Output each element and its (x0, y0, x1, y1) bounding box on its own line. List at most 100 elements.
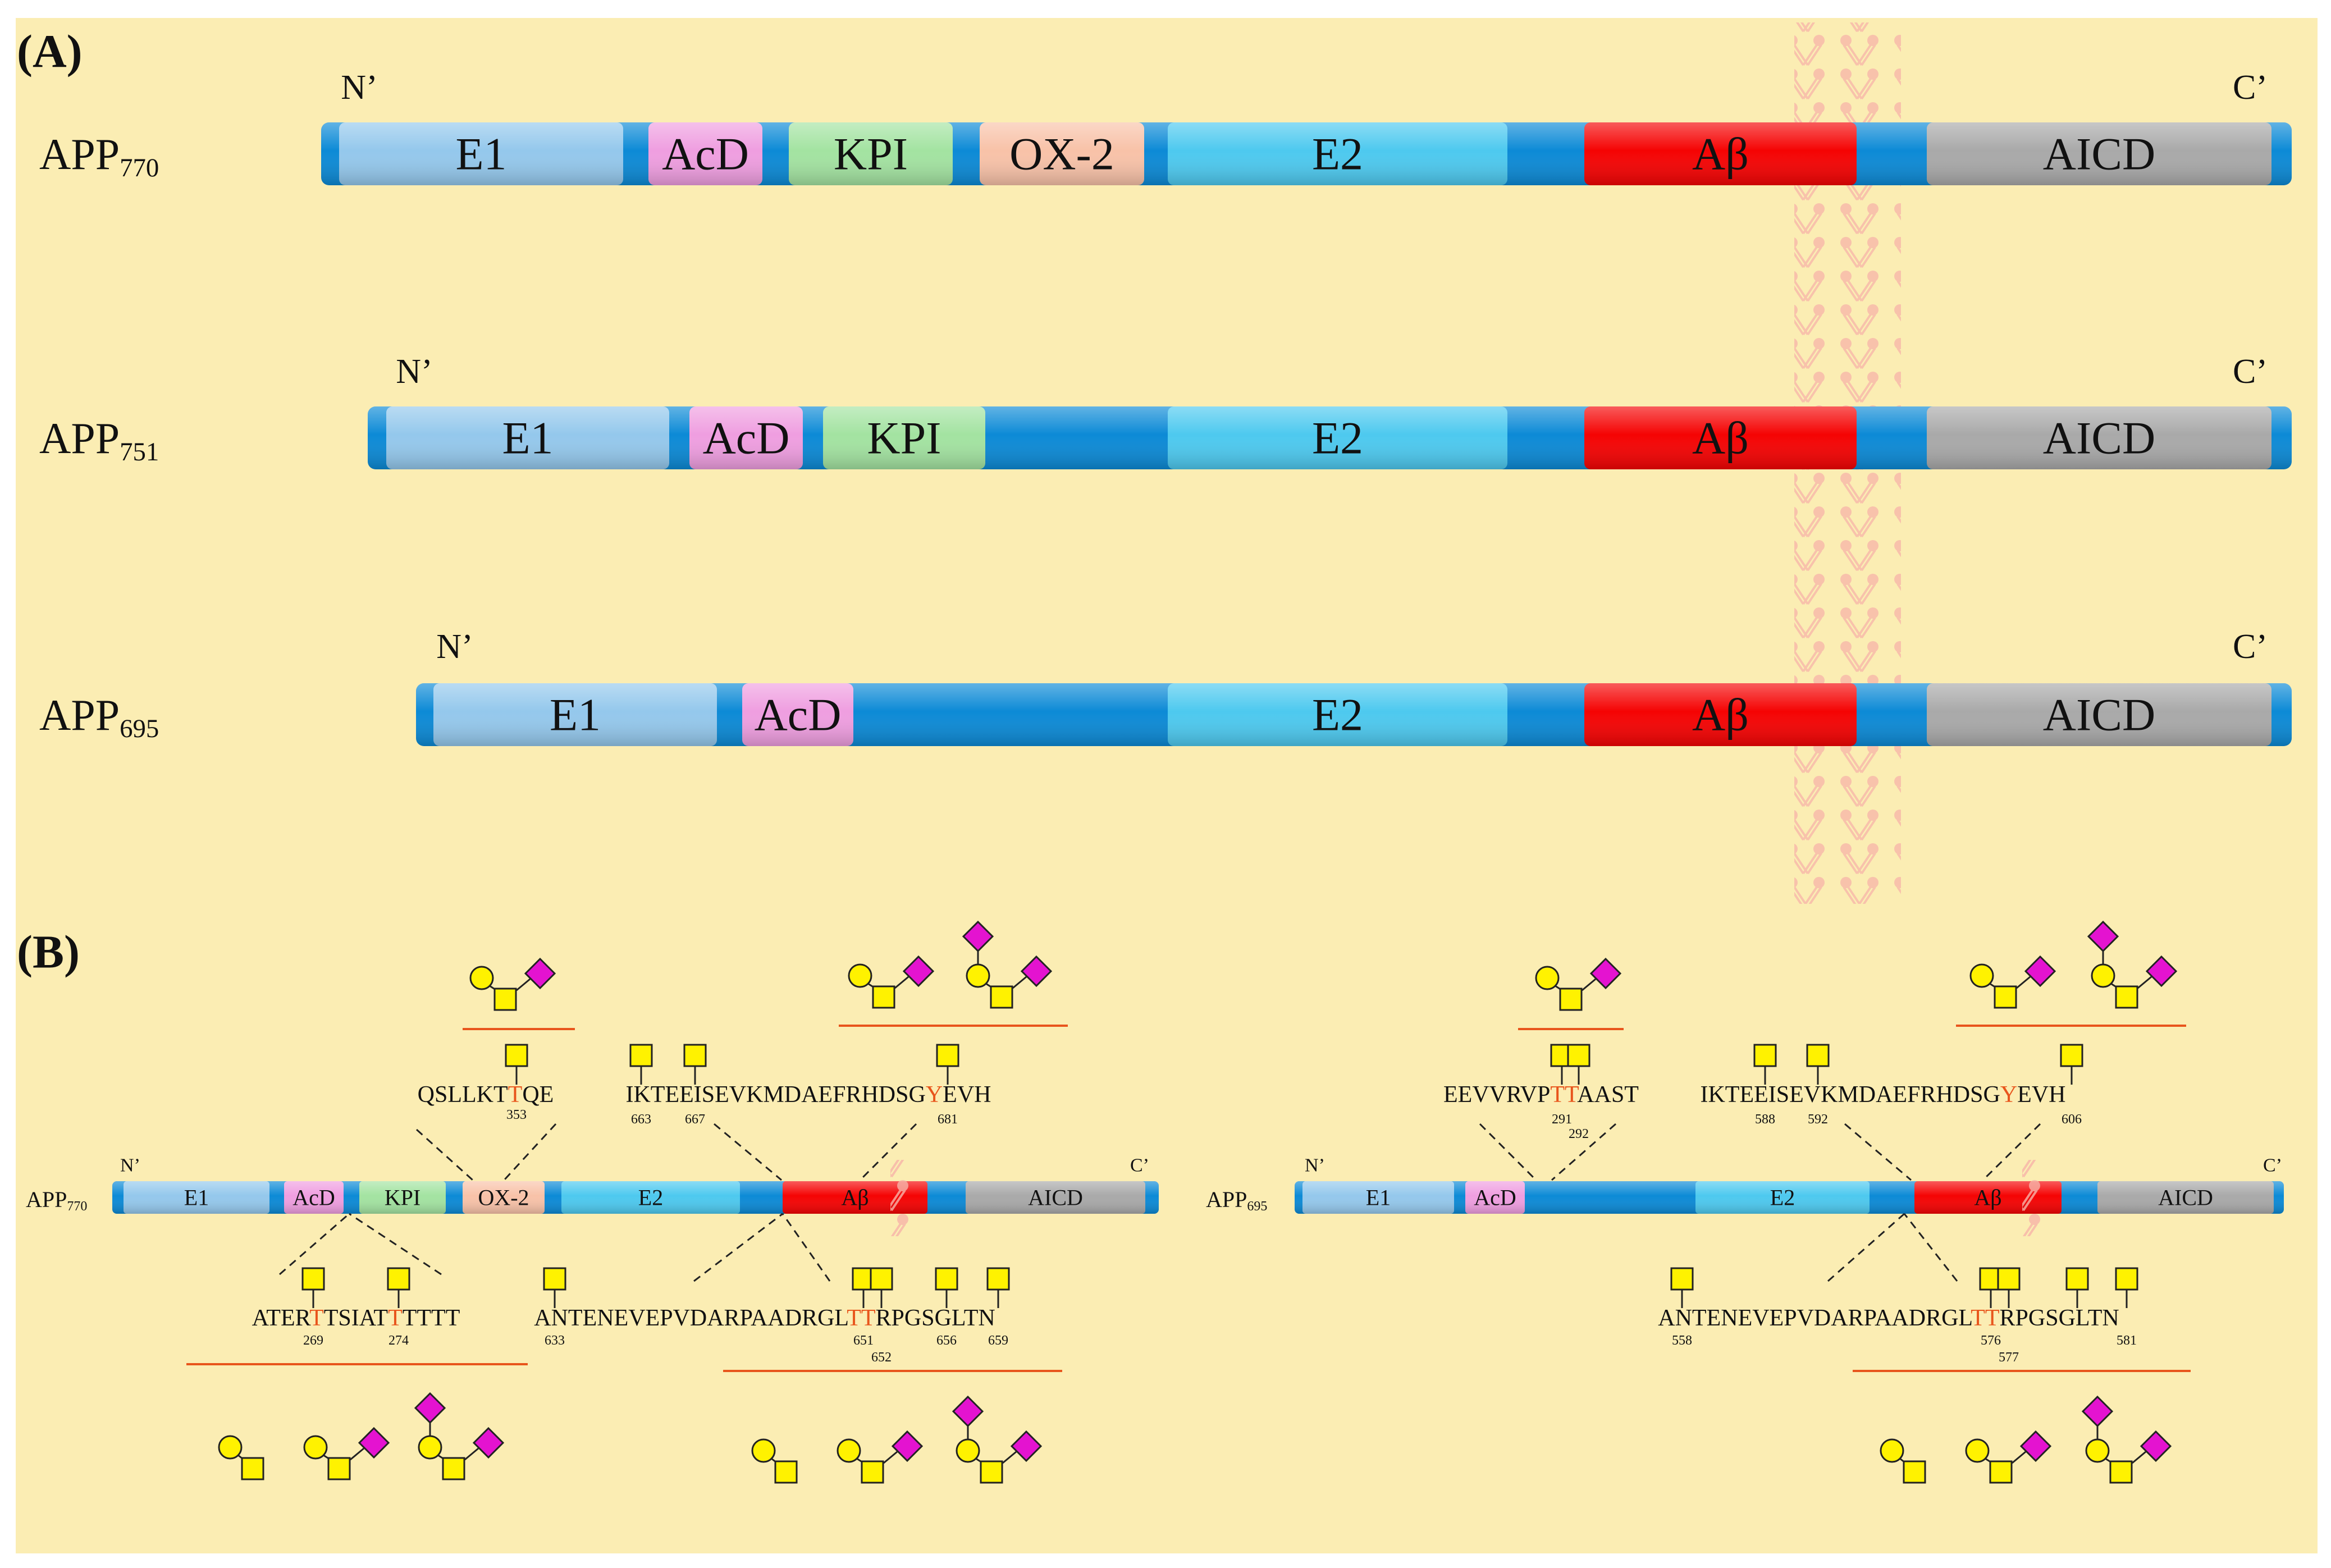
galnac-square (2115, 985, 2138, 1009)
galnac-site-square (683, 1044, 707, 1067)
site-number-274: 274 (388, 1333, 409, 1348)
panel-a-app695-e2-label: E2 (1312, 689, 1363, 740)
panel-a-app770-aicd-label: AICD (2043, 129, 2155, 180)
sialic-acid-diamond (2024, 955, 2056, 988)
panel-a-app695-name: APP695 (39, 691, 159, 743)
galactose-circle (303, 1435, 328, 1460)
sialic-acid-diamond (2145, 955, 2178, 988)
panel-a-app695-c-term: C’ (2233, 628, 2268, 666)
panel-b-right-membrane (2022, 1160, 2055, 1236)
galnac-site-square (935, 1267, 958, 1291)
site-number-667: 667 (685, 1112, 705, 1127)
panel-a-app751-aicd-label: AICD (2043, 413, 2155, 464)
site-number-576: 576 (1981, 1333, 2001, 1348)
panel-b-right-acd-label: AcD (1474, 1185, 1516, 1210)
panel-a-app770-e1-label: E1 (455, 129, 506, 180)
panel-a-app695-n-term: N’ (436, 628, 473, 666)
site-number-681: 681 (938, 1112, 958, 1127)
site-number-651: 651 (853, 1333, 874, 1348)
panel-a-app751-name: APP751 (39, 414, 159, 467)
galnac-site-square (2065, 1267, 2089, 1291)
panel-b-left-seq-269-274: ATERTTSIATTTTTT (252, 1305, 460, 1331)
panel-b-right-a-label: Aβ (1974, 1185, 2001, 1210)
panel-a-label: (A) (17, 26, 83, 78)
galnac-square (990, 985, 1013, 1009)
sialic-acid-diamond (2081, 1395, 2114, 1428)
sialic-acid-diamond (1010, 1430, 1043, 1462)
zoom-guide-line (279, 1213, 350, 1276)
panel-a-app751-e1-label: E1 (502, 413, 553, 464)
zoom-guide-line (349, 1213, 442, 1276)
sialic-acid-diamond (472, 1427, 505, 1459)
galactose-circle (1965, 1438, 1990, 1463)
panel-b-right-n-term: N’ (1305, 1155, 1325, 1176)
site-number-656: 656 (936, 1333, 957, 1348)
panel-a-app751-n-term: N’ (396, 353, 432, 391)
site-number-652: 652 (871, 1350, 892, 1365)
panel-a-app695-aicd-label: AICD (2043, 689, 2155, 740)
site-number-353: 353 (506, 1108, 527, 1122)
panel-b-left-n-term: N’ (120, 1155, 140, 1176)
zoom-guide-line (781, 1213, 831, 1282)
sialic-acid-diamond (891, 1430, 924, 1462)
galnac-site-square (870, 1267, 893, 1291)
sialic-acid-diamond (2019, 1430, 2052, 1462)
zoom-guide-line (1551, 1123, 1616, 1181)
panel-a-app695-e1-label: E1 (550, 689, 601, 740)
panel-b-left-isoform-name: APP770 (26, 1187, 87, 1214)
zoom-guide-line (714, 1123, 782, 1181)
panel-b-right-e2-label: E2 (1770, 1185, 1795, 1210)
galnac-site-square (986, 1267, 1010, 1291)
panel-b-left-seq-663-681: IKTEEISEVKMDAEFRHDSGYEVH (625, 1082, 991, 1108)
sialic-acid-diamond (2140, 1430, 2172, 1462)
galactose-circle (1969, 963, 1994, 988)
galnac-site-square (543, 1267, 566, 1291)
panel-b-right-seq-291-292: EEVVRVPTTAAST (1443, 1082, 1639, 1108)
galnac-square (327, 1457, 351, 1480)
galnac-site-square (1997, 1267, 2021, 1291)
panel-b-left-e1-label: E1 (184, 1185, 209, 1210)
panel-a-app695-acd-label: AcD (755, 689, 842, 740)
panel-a-app695-a-label: Aβ (1692, 689, 1749, 740)
panel-a-app770-c-term: C’ (2233, 68, 2268, 107)
panel-a-app770-acd-label: AcD (662, 129, 749, 180)
site-number-606: 606 (2062, 1112, 2082, 1127)
sialic-acid-diamond (962, 920, 994, 953)
panel-a-app770-n-term: N’ (341, 68, 377, 107)
panel-b-left-c-term: C’ (1130, 1155, 1149, 1176)
panel-a-app770-name: APP770 (39, 130, 159, 182)
site-number-663: 663 (631, 1112, 651, 1127)
sialic-acid-diamond (1020, 955, 1053, 988)
sialic-acid-diamond (1589, 957, 1622, 990)
galnac-square (861, 1460, 884, 1484)
panel-a-app751-kpi-label: KPI (867, 413, 941, 464)
sialic-acid-diamond (952, 1395, 984, 1428)
sialic-acid-diamond (358, 1427, 390, 1459)
panel-b-left-ox2-label: OX-2 (478, 1185, 529, 1210)
galnac-site-square (1753, 1044, 1777, 1067)
zoom-guide-line (693, 1213, 783, 1282)
galnac-square (1903, 1460, 1926, 1484)
panel-a-app751-acd-label: AcD (703, 413, 790, 464)
site-number-633: 633 (545, 1333, 565, 1348)
panel-b-right-c-term: C’ (2263, 1155, 2282, 1176)
sialic-acid-diamond (902, 955, 935, 988)
galnac-site-square (301, 1267, 325, 1291)
galactose-circle (837, 1438, 861, 1463)
galnac-square (1559, 988, 1583, 1011)
panel-b-left-aicd-label: AICD (1028, 1185, 1083, 1210)
galnac-site-square (2115, 1267, 2138, 1291)
galnac-square (1994, 985, 2017, 1009)
galnac-square (1989, 1460, 2013, 1484)
site-number-581: 581 (2117, 1333, 2137, 1348)
galactose-circle (469, 966, 494, 990)
site-number-292: 292 (1569, 1127, 1589, 1141)
panel-a-app770-e2-label: E2 (1312, 129, 1363, 180)
galactose-circle (218, 1435, 243, 1460)
panel-a-app770-kpi-label: KPI (834, 129, 908, 180)
galactose-circle (848, 963, 872, 988)
panel-b-left-membrane (890, 1160, 923, 1236)
panel-b-left-a-label: Aβ (841, 1185, 869, 1210)
